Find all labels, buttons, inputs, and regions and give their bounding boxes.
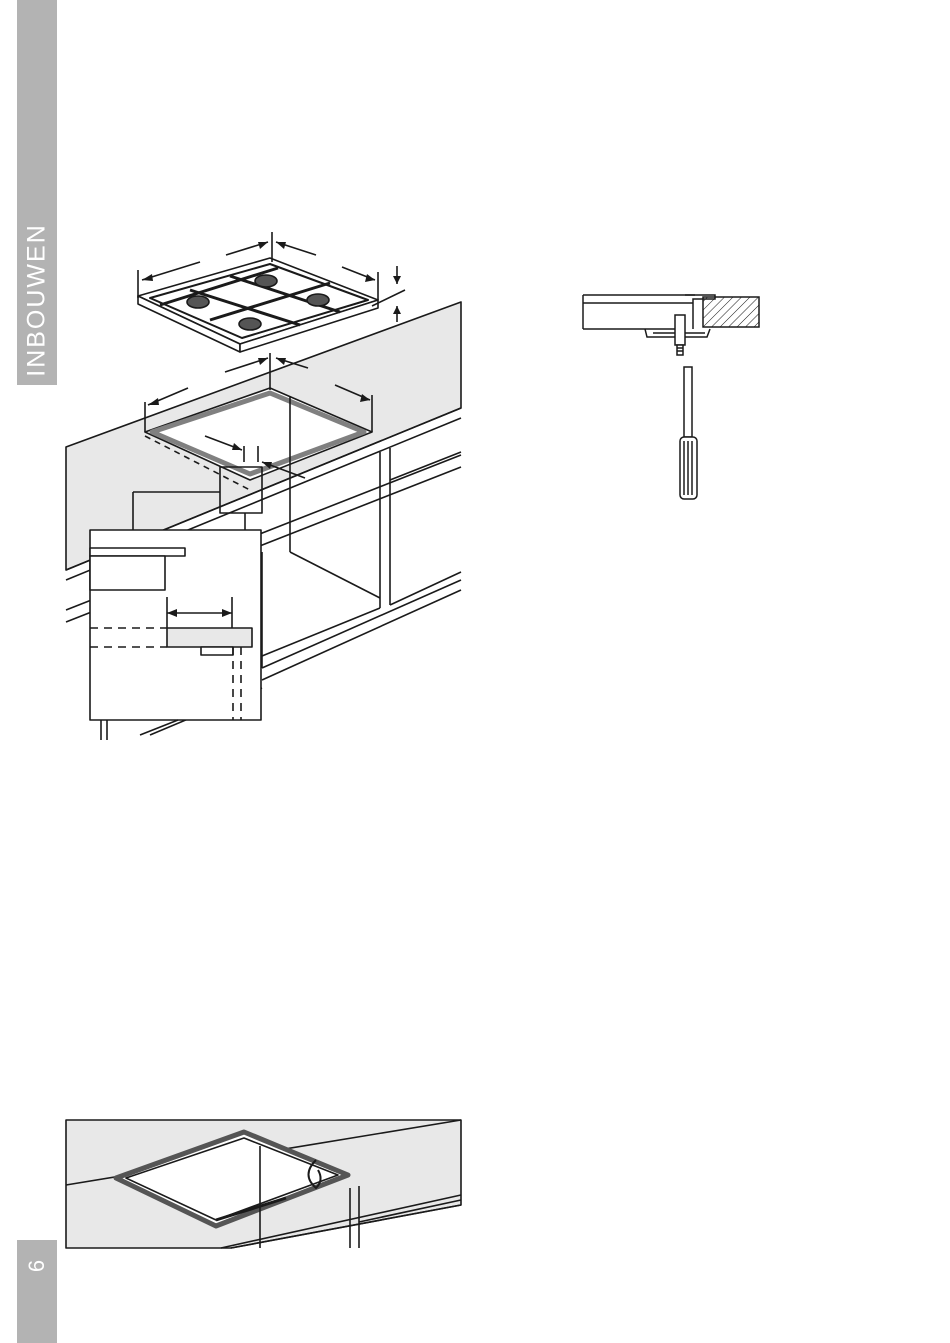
worktop-section bbox=[703, 297, 759, 327]
page-number-tab: 6 bbox=[17, 1240, 57, 1343]
seal-cutout-figure bbox=[66, 1120, 461, 1248]
page-number: 6 bbox=[24, 1260, 50, 1272]
clamp-screwdriver-figure bbox=[575, 285, 775, 510]
hob-installation-figure bbox=[0, 0, 470, 740]
